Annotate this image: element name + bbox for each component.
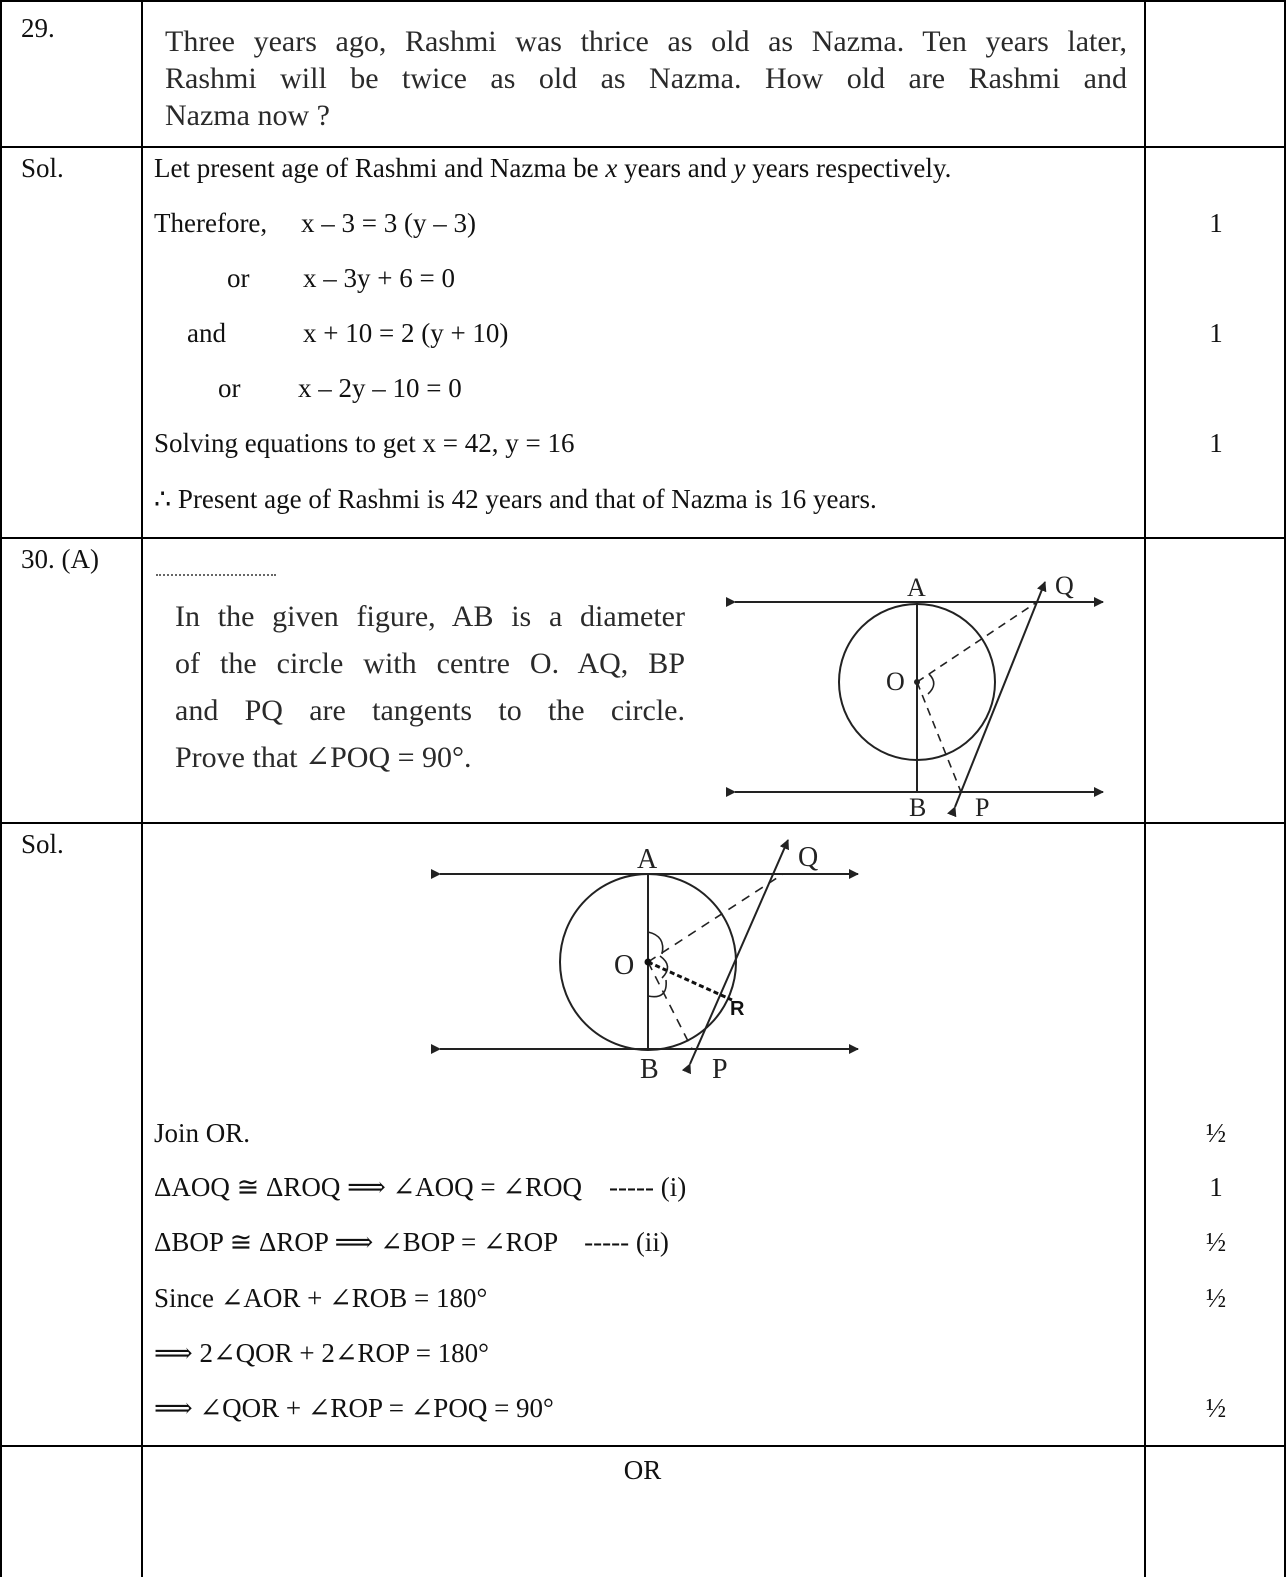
question-number-30a: 30. (A) — [21, 544, 99, 574]
label-a: A — [907, 573, 926, 602]
angle-mark-middle — [659, 955, 669, 979]
tangent-pq — [947, 581, 1047, 818]
question-30-figure: A Q O B P — [726, 571, 1104, 822]
tangent-pq — [681, 839, 789, 1075]
table-right-border — [1284, 0, 1286, 1577]
question-30-line-4: Prove that ∠POQ = 90°. — [175, 741, 472, 774]
label-p: P — [712, 1054, 728, 1085]
centre-point — [644, 958, 652, 966]
equation-1: x – 3 = 3 (y – 3) — [301, 208, 476, 238]
mark-30-4: ½ — [1205, 1283, 1227, 1313]
segment-or — [647, 960, 733, 1002]
step-2: ΔAOQ ≅ ΔROQ ⟹ ∠AOQ = ∠ROQ ----- (i) — [154, 1172, 687, 1202]
cropped-text-fragment — [156, 574, 276, 576]
segment-op — [647, 961, 693, 1050]
question-30-line-3: and PQ are tangents to the circle. — [175, 694, 685, 727]
solution-30-figure: A Q O R B P — [431, 839, 859, 1085]
step-1: Join OR. — [154, 1118, 251, 1148]
mark-30-3: ½ — [1205, 1227, 1227, 1257]
table-left-border — [0, 0, 2, 1577]
question-30-text: In the given figure, AB is a diameter of… — [175, 593, 685, 781]
solving-line: Solving equations to get x = 42, y = 16 — [154, 428, 575, 458]
label-q: Q — [1055, 571, 1074, 600]
angle-mark-lower — [647, 979, 667, 998]
label-b: B — [909, 793, 926, 822]
row-divider-29-sol — [0, 146, 1286, 148]
column-divider-2 — [1144, 0, 1146, 1577]
step-3: ΔBOP ≅ ΔROP ⟹ ∠BOP = ∠ROP ----- (ii) — [154, 1227, 669, 1257]
mark-29-3: 1 — [1209, 428, 1223, 458]
segment-oq — [647, 873, 784, 963]
question-29-line-2: Rashmi will be twice as old as Nazma. Ho… — [165, 62, 1127, 95]
mark-29-1: 1 — [1209, 208, 1223, 238]
label-r: R — [730, 998, 745, 1020]
row-divider-30-sol — [0, 822, 1286, 824]
row-divider-sol-or — [0, 1445, 1286, 1447]
table-top-border — [0, 0, 1286, 2]
step-5: ⟹ 2∠QOR + 2∠ROP = 180° — [154, 1338, 489, 1368]
angle-mark-upper — [647, 931, 664, 955]
mark-30-1: ½ — [1205, 1118, 1227, 1148]
equation-3: x + 10 = 2 (y + 10) — [303, 318, 509, 348]
row-divider-sol-30 — [0, 537, 1286, 539]
label-q: Q — [798, 842, 818, 873]
equation-4: x – 2y – 10 = 0 — [298, 373, 462, 403]
label-b: B — [640, 1054, 659, 1085]
label-a: A — [637, 844, 658, 875]
solution-label-29: Sol. — [21, 153, 64, 183]
or-label-1: or — [227, 263, 250, 293]
label-o: O — [886, 667, 905, 696]
column-divider-1 — [141, 0, 143, 1577]
therefore-label: Therefore, — [154, 208, 268, 238]
or-label-2: or — [218, 373, 241, 403]
question-30-line-1: In the given figure, AB is a diameter — [175, 600, 685, 633]
intro-text-2: years and — [617, 153, 734, 183]
label-p: P — [975, 793, 989, 822]
question-29-line-3: Nazma now ? — [165, 99, 330, 132]
question-30-line-2: of the circle with centre O. AQ, BP — [175, 647, 685, 680]
label-o: O — [614, 950, 634, 981]
solution-29-intro: Let present age of Rashmi and Nazma be x… — [154, 152, 951, 184]
mark-30-2: 1 — [1209, 1172, 1223, 1202]
mark-29-2: 1 — [1209, 318, 1223, 348]
solution-label-30: Sol. — [21, 829, 64, 859]
question-29-line-1: Three years ago, Rashmi was thrice as ol… — [165, 25, 1127, 58]
angle-mark — [927, 673, 935, 695]
intro-var-y: y — [733, 153, 746, 183]
step-6: ⟹ ∠QOR + ∠ROP = ∠POQ = 90° — [154, 1393, 554, 1423]
intro-text-3: years respectively. — [745, 153, 952, 183]
segment-op — [916, 681, 962, 793]
question-29-text: Three years ago, Rashmi was thrice as ol… — [165, 23, 1127, 134]
intro-text-1: Let present age of Rashmi and Nazma be — [154, 153, 606, 183]
question-number-29: 29. — [21, 13, 55, 43]
intro-var-x: x — [605, 153, 618, 183]
centre-point — [914, 679, 920, 685]
equation-2: x – 3y + 6 = 0 — [303, 263, 455, 293]
mark-30-6: ½ — [1205, 1393, 1227, 1423]
step-4: Since ∠AOR + ∠ROB = 180° — [154, 1283, 488, 1313]
segment-oq — [916, 601, 1038, 683]
conclusion-line: ∴ Present age of Rashmi is 42 years and … — [154, 484, 877, 514]
or-heading: OR — [623, 1455, 662, 1485]
and-label: and — [187, 318, 226, 348]
